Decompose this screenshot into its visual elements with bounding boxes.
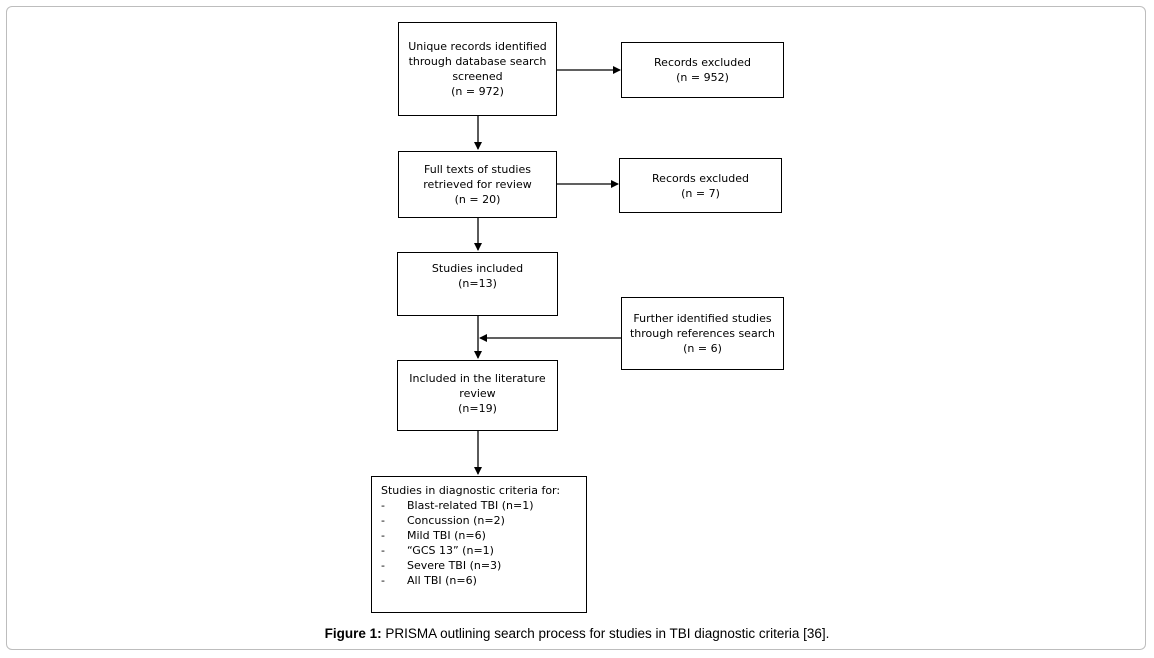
box-text-line: (n = 6) [683, 342, 722, 355]
box-studies-included: Studies included (n=13) [397, 252, 558, 316]
box-text-line: Further identified studies [633, 312, 772, 325]
criteria-item: - Mild TBI (n=6) [381, 528, 577, 543]
box-records-excluded-952: Records excluded (n = 952) [621, 42, 784, 98]
box-text-line: screened [452, 70, 503, 83]
box-text-line: through references search [629, 327, 775, 340]
criteria-item-text: All TBI (n=6) [407, 574, 477, 587]
criteria-bullet: - [381, 544, 385, 557]
box-text-line: review [459, 387, 496, 400]
box-records-identified: Unique records identified through databa… [398, 22, 557, 116]
criteria-item: - All TBI (n=6) [381, 573, 577, 588]
box-text-line: retrieved for review [423, 178, 532, 191]
caption-label: Figure 1: [324, 626, 382, 641]
box-text-line: (n = 7) [681, 186, 720, 200]
box-text-line: (n = 20) [454, 193, 501, 206]
box-text-line: Studies included [431, 262, 524, 275]
box-text-line: (n=13) [458, 277, 497, 290]
box-literature-review: Included in the literature review (n=19) [397, 360, 558, 431]
box-text-line: Unique records identified [408, 40, 547, 53]
criteria-bullet: - [381, 574, 385, 587]
box-diagnostic-criteria: Studies in diagnostic criteria for: - Bl… [371, 476, 587, 613]
box-full-texts-retrieved: Full texts of studies retrieved for revi… [398, 151, 557, 218]
box-records-excluded-7: Records excluded (n = 7) [619, 158, 782, 213]
criteria-item: - “GCS 13” (n=1) [381, 543, 577, 558]
criteria-bullet: - [381, 529, 385, 542]
criteria-item: - Severe TBI (n=3) [381, 558, 577, 573]
criteria-item-text: Severe TBI (n=3) [407, 559, 502, 572]
caption-text: PRISMA outlining search process for stud… [381, 626, 830, 641]
criteria-item: - Concussion (n=2) [381, 513, 577, 528]
criteria-item: - Blast-related TBI (n=1) [381, 498, 577, 513]
criteria-bullet: - [381, 499, 385, 512]
criteria-bullet: - [381, 514, 385, 527]
box-text-line: (n = 952) [676, 71, 729, 84]
figure-frame [6, 6, 1146, 650]
criteria-item-text: “GCS 13” (n=1) [407, 544, 494, 557]
criteria-item-text: Blast-related TBI (n=1) [407, 499, 534, 512]
criteria-bullet: - [381, 559, 385, 572]
box-text-line: (n = 972) [451, 85, 504, 98]
criteria-item-text: Concussion (n=2) [407, 514, 505, 527]
box-text-line: Records excluded [654, 56, 751, 69]
box-text-line: (n=19) [458, 402, 497, 415]
box-text-line: Included in the literature [409, 372, 546, 385]
criteria-heading: Studies in diagnostic criteria for: [381, 484, 561, 497]
box-text-line: Full texts of studies [424, 163, 531, 176]
criteria-item-text: Mild TBI (n=6) [407, 529, 486, 542]
box-further-identified: Further identified studies through refer… [621, 297, 784, 370]
box-text-line: Records excluded [652, 171, 749, 185]
box-text-line: through database search [408, 55, 547, 68]
figure-caption: Figure 1: PRISMA outlining search proces… [0, 626, 1154, 641]
